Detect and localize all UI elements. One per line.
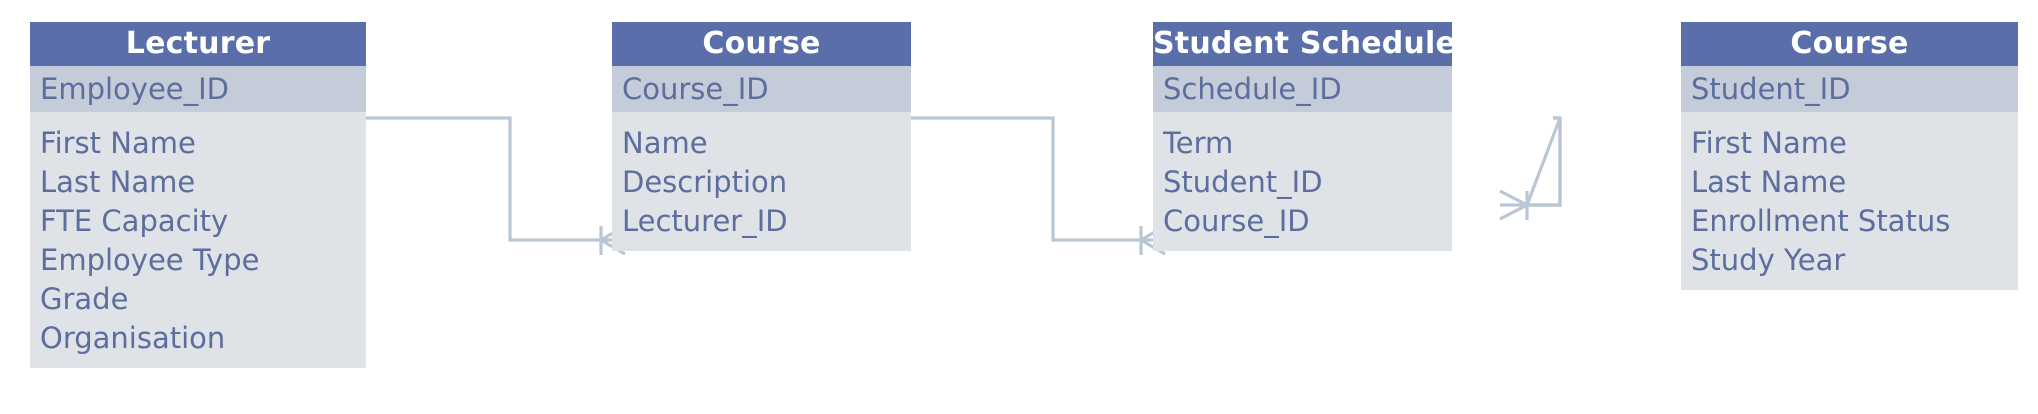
- primary-key-employee-id: Employee_ID: [30, 66, 366, 112]
- attribute-study-year: Study Year: [1691, 243, 1846, 277]
- attribute-grade: Grade: [40, 282, 129, 316]
- attribute-organisation: Organisation: [40, 321, 226, 355]
- primary-key-student-id: Student_ID: [1681, 66, 2018, 112]
- primary-key-course-id: Course_ID: [612, 66, 911, 112]
- attribute-student-first-name: First Name: [1691, 126, 1847, 160]
- attribute-enrollment-status: Enrollment Status: [1691, 204, 1951, 238]
- attribute-student-id: Student_ID: [1163, 165, 1323, 199]
- entity-course[interactable]: Course Course_ID Name Description Lectur…: [612, 22, 911, 251]
- attribute-name: Name: [622, 126, 708, 160]
- attribute-list-lecturer: First Name Last Name FTE Capacity Employ…: [30, 112, 366, 368]
- entity-title-course: Course: [612, 22, 911, 66]
- attribute-first-name: First Name: [40, 126, 196, 160]
- entity-lecturer[interactable]: Lecturer Employee_ID First Name Last Nam…: [30, 22, 366, 368]
- attribute-list-student-schedule: Term Student_ID Course_ID: [1153, 112, 1452, 251]
- attribute-lecturer-id: Lecturer_ID: [622, 204, 788, 238]
- connector-lecturer-course: [366, 116, 600, 242]
- attribute-course-id: Course_ID: [1163, 204, 1310, 238]
- crowsfoot-schedule-right: [1499, 189, 1529, 221]
- entity-title-student-course: Course: [1681, 22, 2018, 66]
- entity-student-course[interactable]: Course Student_ID First Name Last Name E…: [1681, 22, 2018, 290]
- attribute-term: Term: [1163, 126, 1234, 160]
- connector-course-schedule: [911, 116, 1140, 242]
- attribute-fte-capacity: FTE Capacity: [40, 204, 229, 238]
- connector-student-schedule-path: [1527, 116, 1562, 207]
- attribute-employee-type: Employee Type: [40, 243, 260, 277]
- connector-student-schedule-main: [1527, 118, 1562, 207]
- entity-title-student-schedule: Student Schedule: [1153, 22, 1452, 66]
- attribute-description: Description: [622, 165, 788, 199]
- attribute-last-name: Last Name: [40, 165, 196, 199]
- attribute-list-student-course: First Name Last Name Enrollment Status S…: [1681, 112, 2018, 290]
- attribute-list-course: Name Description Lecturer_ID: [612, 112, 911, 251]
- attribute-student-last-name: Last Name: [1691, 165, 1847, 199]
- connector-student-schedule-leg: [1524, 117, 1562, 207]
- primary-key-schedule-id: Schedule_ID: [1153, 66, 1452, 112]
- entity-title-lecturer: Lecturer: [30, 22, 366, 66]
- entity-student-schedule[interactable]: Student Schedule Schedule_ID Term Studen…: [1153, 22, 1452, 251]
